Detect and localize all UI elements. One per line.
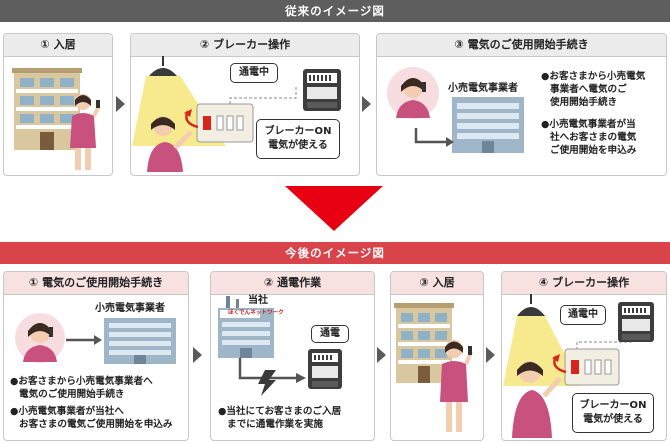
note-line: お客さまの電気ご使用開始を申込み	[19, 419, 173, 430]
before-step3-label: 小売電気事業者	[448, 83, 518, 94]
person-icon	[440, 340, 473, 432]
note-line: 使用開始手続き	[550, 97, 618, 108]
before-arrow-2	[362, 96, 371, 112]
dashed-line	[229, 86, 297, 104]
note-line: 社へお客さまの電気	[550, 132, 637, 143]
breaker-panel-icon	[196, 103, 254, 143]
before-banner: 従来のイメージ図	[0, 0, 670, 22]
office-building-icon	[452, 97, 524, 153]
electric-meter-icon	[618, 302, 654, 342]
after-step1-note-1: ●お客さまから小売電気事業者へ 電気のご使用開始手続き	[10, 375, 153, 401]
lightning-icon	[258, 370, 276, 396]
after-step2-logo: ほくでんネットワーク	[228, 310, 284, 316]
bubble-line: ブレーカーON	[264, 126, 332, 137]
after-step4-bubble: ブレーカーON 電気が使える	[572, 393, 654, 433]
before-step1-title: ① 入居	[4, 34, 112, 57]
big-down-arrow	[285, 186, 383, 231]
flow-arrow-icon	[552, 354, 567, 374]
electric-meter-icon	[303, 69, 341, 111]
after-step4-title: ④ ブレーカー操作	[502, 272, 666, 295]
before-step3-title: ③ 電気のご使用開始手続き	[377, 34, 666, 57]
operator-person-icon	[15, 313, 65, 363]
note-line: ●小売電気事業者が当社へ	[10, 406, 124, 417]
after-step4-bubble-on: 通電中	[560, 305, 606, 325]
note-line: ●小売電気事業者が当	[541, 119, 636, 130]
flow-arrow-icon	[66, 335, 102, 345]
after-step1-title: ① 電気のご使用開始手続き	[4, 272, 188, 295]
after-arrow-1	[193, 347, 202, 363]
note-line: ●お客さまから小売電気	[541, 71, 646, 82]
before-arrow-1	[116, 96, 125, 112]
after-step2-company: 当社	[248, 295, 268, 306]
after-step1-label: 小売電気事業者	[95, 303, 165, 314]
after-arrow-3	[486, 347, 495, 363]
person-icon	[147, 116, 193, 172]
person-icon	[70, 94, 101, 170]
flow-arrow-icon	[184, 109, 199, 129]
office-building-icon	[104, 318, 176, 364]
after-arrow-2	[377, 347, 386, 363]
after-step3-title: ③ 入居	[391, 272, 483, 295]
before-step2-title: ② ブレーカー操作	[131, 34, 359, 57]
after-banner: 今後のイメージ図	[0, 242, 670, 264]
after-step2-notes: ●当社にてお客さまのご入居 までに通電作業を実施	[218, 405, 341, 431]
breaker-panel-icon	[564, 348, 620, 386]
flow-arrow-icon	[238, 358, 306, 383]
note-line: 事業者へ電気のご	[550, 84, 627, 95]
before-step2-bubble: ブレーカーON 電気が使える	[256, 119, 340, 159]
bubble-line: ブレーカーON	[579, 400, 647, 411]
flow-arrow-icon	[414, 128, 454, 147]
note-line: ●お客さまから小売電気事業者へ	[10, 376, 153, 387]
electric-meter-icon	[308, 349, 342, 389]
before-step3-note-2: ●小売電気事業者が当 社へお客さまの電気 ご使用開始を申込み	[541, 118, 636, 157]
person-icon	[512, 361, 562, 438]
note-line: までに通電作業を実施	[227, 419, 323, 430]
after-step1-note-2: ●小売電気事業者が当社へ お客さまの電気ご使用開始を申込み	[10, 405, 173, 431]
operator-person-icon	[387, 67, 439, 119]
apartment-building-icon	[12, 68, 82, 150]
before-step3-note-1: ●お客さまから小売電気 事業者へ電気のご 使用開始手続き	[541, 70, 645, 109]
bubble-line: 電気が使える	[583, 414, 643, 425]
after-step2-title: ② 通電作業	[211, 272, 374, 295]
bubble-line: 電気が使える	[268, 140, 328, 151]
office-building-icon	[218, 296, 274, 358]
note-line: ご使用開始を申込み	[550, 145, 637, 156]
after-step2-bubble: 通電	[311, 325, 349, 343]
before-step2-bubble-on: 通電中	[230, 63, 278, 83]
note-line: ●当社にてお客さまのご入居	[218, 406, 342, 417]
note-line: 電気のご使用開始手続き	[19, 389, 125, 400]
